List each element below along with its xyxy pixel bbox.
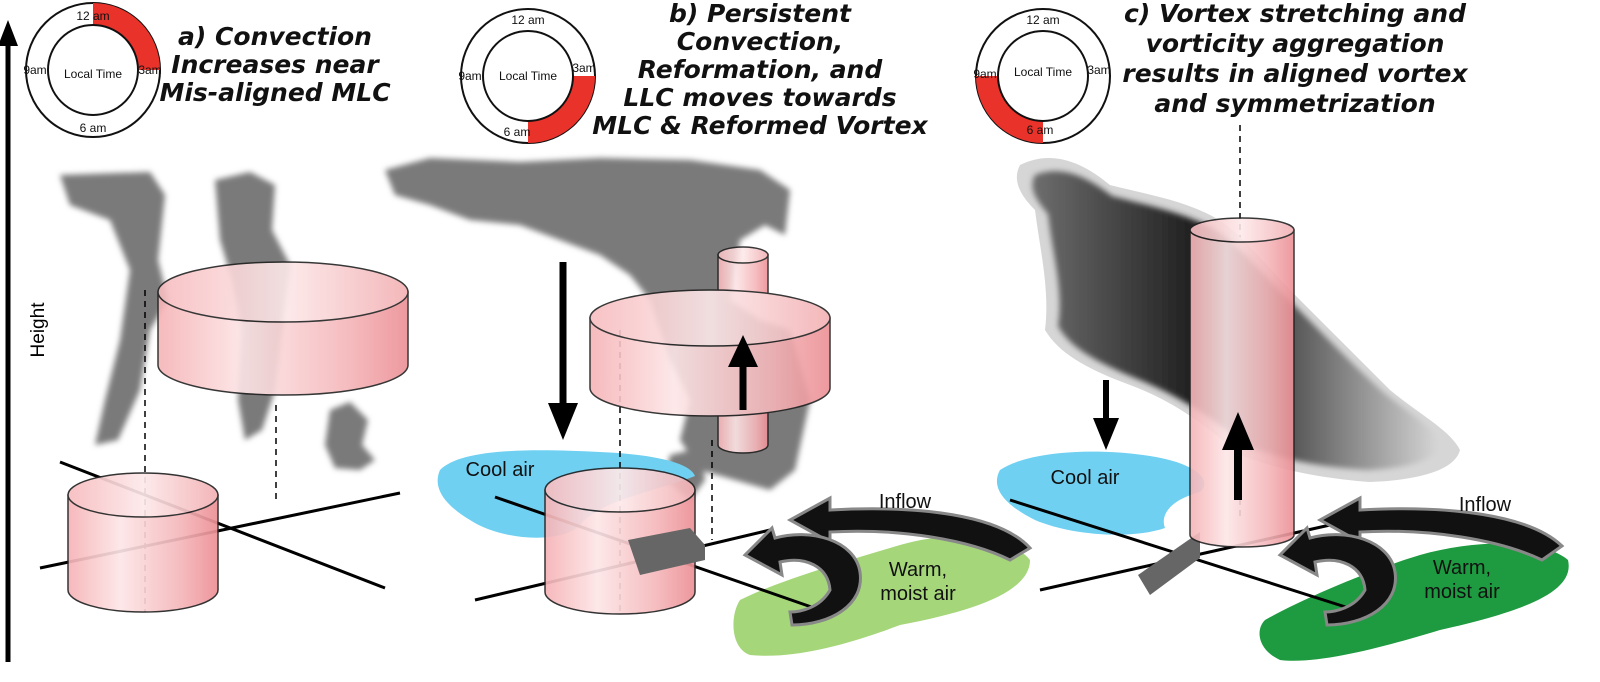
panel-a-title-line-2: Increases near bbox=[171, 50, 380, 79]
warm-air-region-c bbox=[1259, 543, 1569, 661]
inflow-arrows-b bbox=[742, 495, 1033, 627]
height-arrowhead-icon bbox=[0, 20, 18, 46]
cool-air-label-c: Cool air bbox=[1051, 467, 1120, 489]
llc-cylinder-b bbox=[544, 467, 696, 615]
clock-center-label: Local Time bbox=[499, 69, 557, 83]
clock-bottom-label: 6 am bbox=[80, 121, 107, 135]
downdraft-arrow-icon bbox=[548, 403, 578, 440]
panel-c-title-line-1: c) Vortex stretching and bbox=[1124, 0, 1467, 28]
warm-air-region-b bbox=[733, 536, 1030, 656]
clock-c: Local Time 12 am 3am 6 am 9am bbox=[973, 8, 1111, 144]
panel-c: Local Time 12 am 3am 6 am 9am c) Vortex … bbox=[973, 0, 1569, 661]
clock-right-label: 3am bbox=[572, 61, 595, 75]
clock-a: Local Time 12 am 3am 6 am 9am bbox=[23, 2, 162, 138]
clock-left-label: 9am bbox=[973, 67, 996, 81]
clock-right-label: 3am bbox=[138, 63, 161, 77]
warm-air-label-line-2-b: moist air bbox=[880, 583, 956, 605]
panel-a-title-line-3: Mis-aligned MLC bbox=[159, 78, 391, 107]
updraft-arrow-icon bbox=[1222, 412, 1254, 450]
panel-c-title-line-2: vorticity aggregation bbox=[1146, 29, 1445, 58]
clock-right-label: 3am bbox=[1087, 63, 1110, 77]
panel-c-title-line-4: and symmetrization bbox=[1154, 89, 1435, 118]
clock-bottom-label: 6 am bbox=[504, 125, 531, 139]
inflow-label-c: Inflow bbox=[1459, 494, 1512, 516]
warm-air-label-line-1-b: Warm, bbox=[889, 559, 947, 581]
clock-b: Local Time 12 am 3am 6 am 9am bbox=[458, 8, 596, 144]
height-axis: Height bbox=[0, 20, 49, 662]
clock-center-label: Local Time bbox=[1014, 65, 1072, 79]
clock-highlight bbox=[93, 3, 160, 70]
panel-a-title-line-1: a) Convection bbox=[178, 22, 372, 51]
updraft-arrow-icon bbox=[728, 335, 758, 367]
downdraft-arrow-icon bbox=[1093, 418, 1119, 450]
panel-b-title-line-4: LLC moves towards bbox=[623, 83, 896, 112]
mlc-disk-b bbox=[589, 246, 831, 454]
clock-top-label: 12 am bbox=[1026, 13, 1059, 27]
llc-cylinder-a bbox=[67, 472, 219, 613]
clock-highlight bbox=[976, 76, 1043, 143]
mlc-disk-a bbox=[157, 261, 409, 396]
clock-left-label: 9am bbox=[458, 69, 481, 83]
inflow-label-b: Inflow bbox=[879, 491, 932, 513]
convergence-block-c bbox=[1138, 532, 1200, 595]
convergence-block-b bbox=[628, 528, 705, 575]
warm-air-label-line-2-c: moist air bbox=[1424, 581, 1500, 603]
clock-left-label: 9am bbox=[23, 63, 46, 77]
cool-air-label-b: Cool air bbox=[466, 459, 535, 481]
panel-a: Local Time 12 am 3am 6 am 9am a) Convect… bbox=[23, 2, 409, 613]
clock-bottom-label: 6 am bbox=[1027, 123, 1054, 137]
clock-center-label: Local Time bbox=[64, 67, 122, 81]
clock-top-label: 12 am bbox=[76, 9, 109, 23]
aligned-vortex-cylinder-c bbox=[1189, 217, 1295, 548]
panel-c-title-line-3: results in aligned vortex bbox=[1122, 59, 1468, 88]
panel-b-title-line-3: Reformation, and bbox=[638, 55, 884, 84]
clock-top-label: 12 am bbox=[511, 13, 544, 27]
panel-b-title-line-5: MLC & Reformed Vortex bbox=[592, 111, 928, 140]
clock-highlight bbox=[528, 76, 595, 143]
warm-air-label-line-1-c: Warm, bbox=[1433, 557, 1491, 579]
panel-b-title-line-2: Convection, bbox=[677, 27, 843, 56]
panel-b-title-line-1: b) Persistent bbox=[669, 0, 852, 28]
panel-b: Local Time 12 am 3am 6 am 9am b) Persist… bbox=[385, 0, 1033, 656]
cool-air-region-c bbox=[996, 451, 1205, 535]
inflow-arrows-c bbox=[1277, 495, 1565, 627]
height-label: Height bbox=[28, 302, 49, 358]
